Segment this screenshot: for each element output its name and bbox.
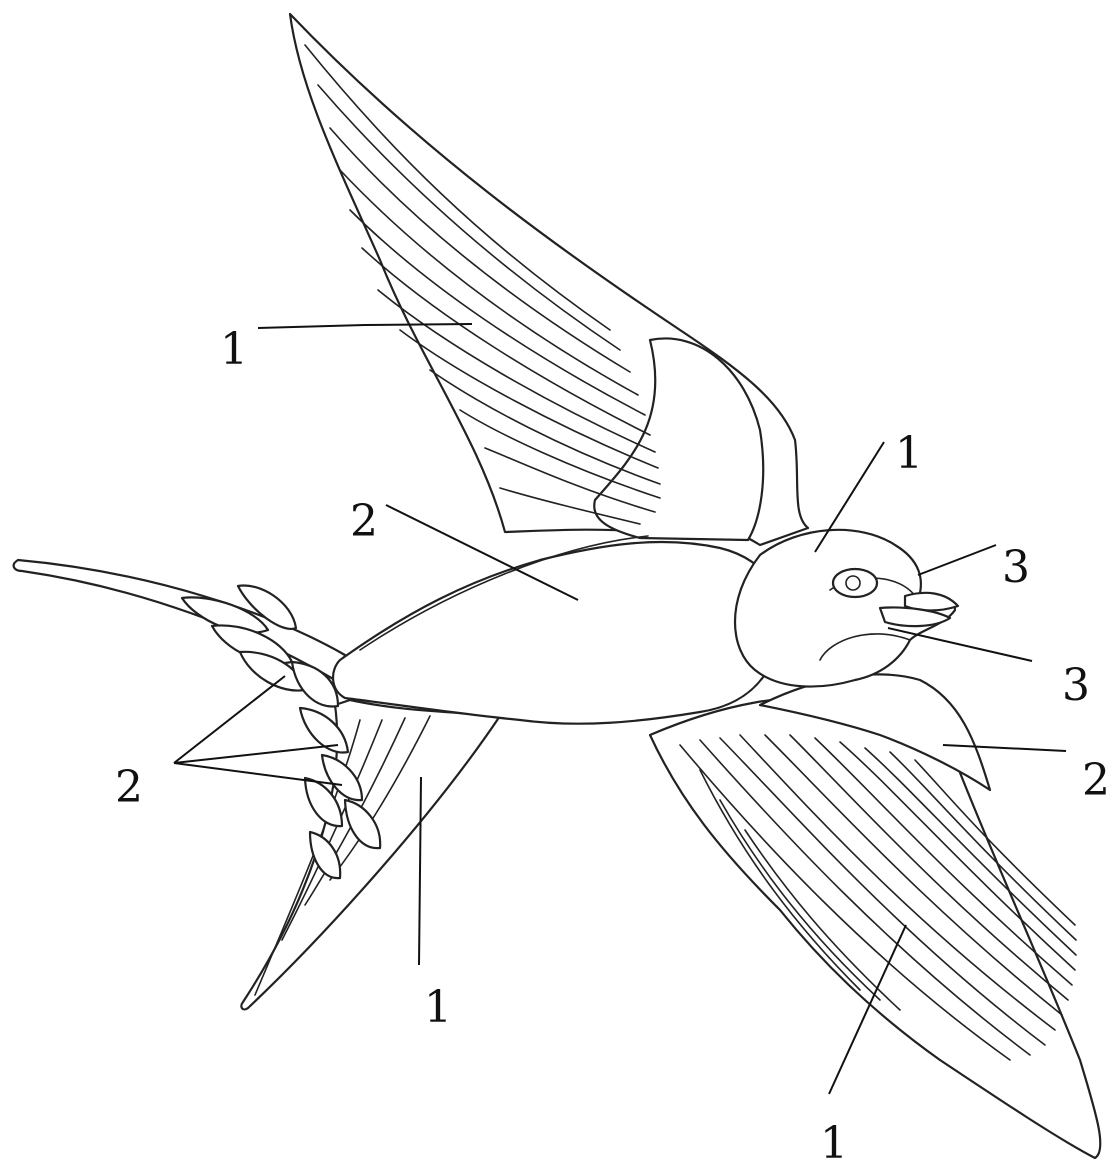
body	[333, 542, 782, 724]
label-tail-feathers: 2	[115, 762, 143, 813]
head	[735, 530, 958, 687]
lower-wing-outline	[650, 697, 1100, 1158]
eye	[833, 569, 877, 597]
label-head: 1	[895, 428, 923, 479]
label-upper-beak: 3	[1002, 542, 1030, 593]
label-lower-wing: 1	[820, 1118, 848, 1169]
label-lower-beak: 3	[1062, 660, 1090, 711]
label-upper-wing: 1	[220, 324, 248, 375]
label-shoulder: 2	[1082, 755, 1110, 806]
label-tail-streamer: 1	[424, 982, 452, 1033]
label-back: 2	[350, 496, 378, 547]
upper-wing	[290, 14, 808, 545]
lower-wing	[650, 674, 1100, 1158]
